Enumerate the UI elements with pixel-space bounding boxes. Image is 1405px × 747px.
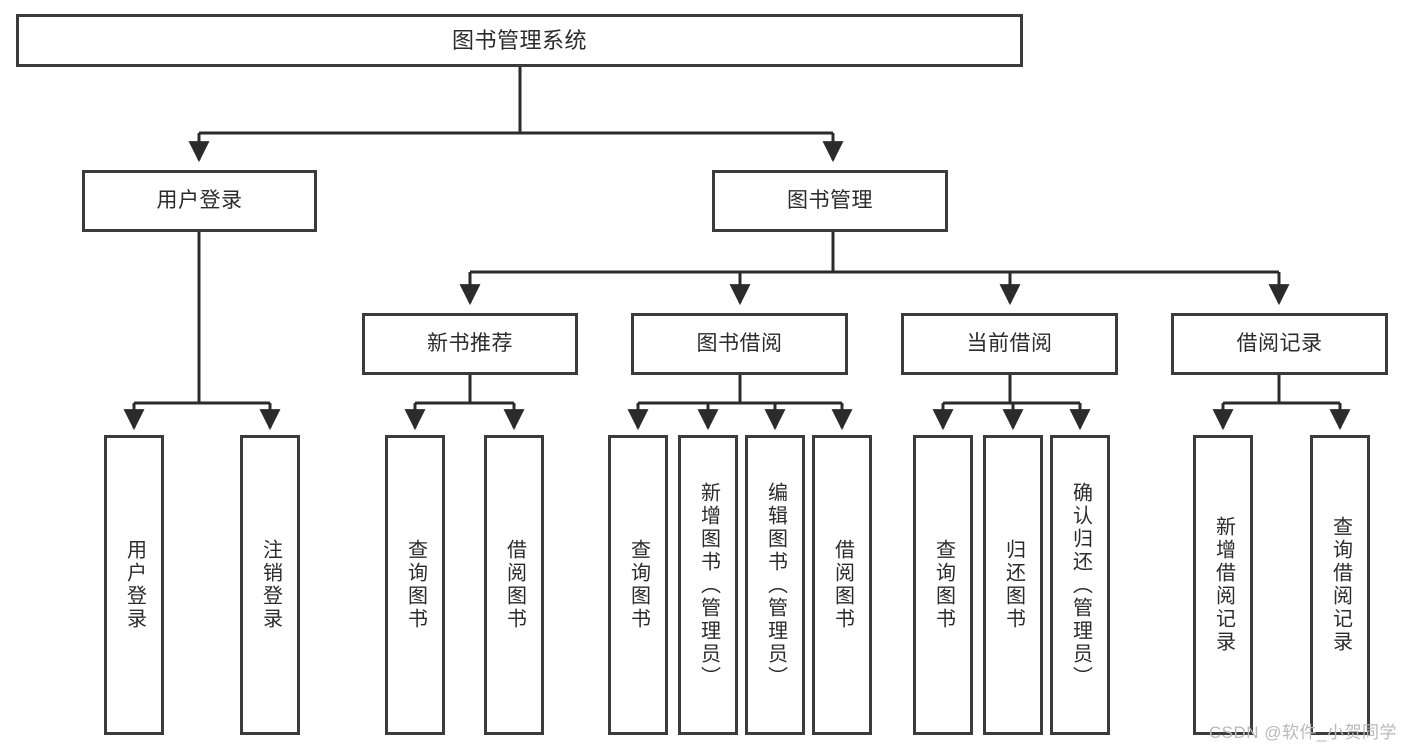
node-label: 图书管理: [787, 188, 873, 212]
node-label: 编辑图书（管理员）: [764, 481, 787, 689]
leaf-current-confirm-return-admin[interactable]: 确认归还（管理员）: [1050, 435, 1110, 735]
node-label: 借阅图书: [503, 539, 526, 631]
leaf-user-login-logout[interactable]: 注销登录: [240, 435, 300, 735]
leaf-borrow-borrow-book[interactable]: 借阅图书: [812, 435, 872, 735]
node-label: 用户登录: [123, 539, 146, 631]
node-label: 查询图书: [627, 539, 650, 631]
node-root-system[interactable]: 图书管理系统: [16, 14, 1023, 67]
leaf-record-add-record[interactable]: 新增借阅记录: [1193, 435, 1253, 735]
node-label: 新增借阅记录: [1212, 516, 1235, 654]
node-label: 查询图书: [404, 539, 427, 631]
node-label: 借阅图书: [831, 539, 854, 631]
node-book-borrow[interactable]: 图书借阅: [631, 313, 848, 375]
node-current-borrow[interactable]: 当前借阅: [901, 313, 1118, 375]
leaf-current-query-book[interactable]: 查询图书: [913, 435, 973, 735]
node-label: 归还图书: [1002, 539, 1025, 631]
leaf-current-return-book[interactable]: 归还图书: [983, 435, 1043, 735]
leaf-recommend-borrow-book[interactable]: 借阅图书: [484, 435, 544, 735]
node-label: 图书借阅: [696, 331, 783, 355]
node-user-login[interactable]: 用户登录: [82, 170, 317, 232]
leaf-recommend-query-book[interactable]: 查询图书: [385, 435, 445, 735]
leaf-borrow-query-book[interactable]: 查询图书: [608, 435, 668, 735]
leaf-record-query-record[interactable]: 查询借阅记录: [1310, 435, 1370, 735]
node-label: 新增图书（管理员）: [697, 481, 720, 689]
leaf-user-login-login[interactable]: 用户登录: [104, 435, 164, 735]
node-label: 图书管理系统: [451, 27, 587, 53]
node-label: 当前借阅: [966, 331, 1053, 355]
node-book-management[interactable]: 图书管理: [712, 170, 948, 232]
node-label: 新书推荐: [427, 331, 513, 355]
node-label: 查询图书: [932, 539, 955, 631]
node-label: 用户登录: [156, 188, 243, 212]
csdn-watermark: CSDN @软件_小贺同学: [1208, 723, 1397, 742]
node-label: 确认归还（管理员）: [1069, 481, 1092, 689]
node-label: 借阅记录: [1236, 331, 1323, 355]
node-label: 查询借阅记录: [1329, 516, 1352, 654]
leaf-borrow-add-book-admin[interactable]: 新增图书（管理员）: [678, 435, 738, 735]
node-new-book-recommend[interactable]: 新书推荐: [362, 313, 578, 375]
node-label: 注销登录: [259, 539, 282, 631]
node-borrow-record[interactable]: 借阅记录: [1171, 313, 1388, 375]
leaf-borrow-edit-book-admin[interactable]: 编辑图书（管理员）: [745, 435, 805, 735]
